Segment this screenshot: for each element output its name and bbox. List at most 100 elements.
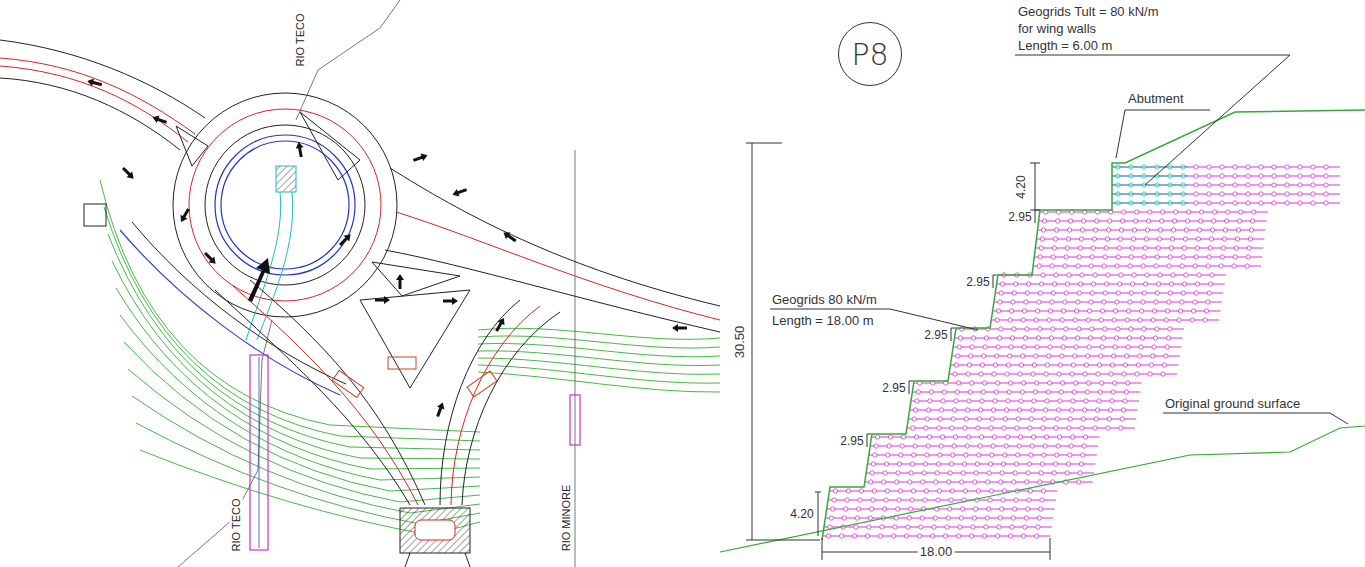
geogrid-node bbox=[997, 525, 1001, 529]
geogrid-node bbox=[929, 390, 933, 394]
geogrid-node bbox=[1138, 318, 1142, 322]
geogrid-node bbox=[1054, 228, 1058, 232]
geogrid-node bbox=[1259, 165, 1263, 169]
traffic-arrow bbox=[120, 165, 136, 181]
geogrid-node bbox=[1090, 291, 1094, 295]
plan-view bbox=[0, 0, 720, 567]
geogrid-node bbox=[1194, 174, 1198, 178]
road-centerline bbox=[233, 286, 418, 505]
dimension-line bbox=[746, 143, 820, 540]
geogrid-node bbox=[1031, 372, 1035, 376]
geogrid-node bbox=[1081, 219, 1085, 223]
geogrid-node bbox=[990, 453, 994, 457]
geogrid-node bbox=[1193, 300, 1197, 304]
geogrid-node bbox=[913, 408, 917, 412]
traffic-arrow bbox=[451, 186, 468, 199]
geogrid-node bbox=[1051, 327, 1055, 331]
geogrid-node bbox=[873, 453, 877, 457]
geogrid-node bbox=[1118, 237, 1122, 241]
geogrid-node bbox=[869, 480, 873, 484]
section-view bbox=[720, 55, 1365, 560]
road-edge bbox=[385, 250, 720, 332]
geogrid-node bbox=[1041, 228, 1045, 232]
geogrid-node bbox=[1100, 309, 1104, 313]
geogrid-node bbox=[865, 534, 869, 538]
geogrid-node bbox=[1004, 444, 1008, 448]
geogrid-node bbox=[1233, 255, 1237, 259]
geogrid-node bbox=[1169, 246, 1173, 250]
geogrid-node bbox=[992, 372, 996, 376]
river-line bbox=[575, 150, 576, 567]
geogrid-node bbox=[1111, 390, 1115, 394]
geogrid-node bbox=[1157, 237, 1161, 241]
geogrid-node bbox=[1020, 390, 1024, 394]
geogrid-node bbox=[954, 399, 958, 403]
geogrid-node bbox=[1077, 255, 1081, 259]
geogrid-node bbox=[1040, 498, 1044, 502]
geogrid-node bbox=[966, 435, 970, 439]
geogrid-node bbox=[1052, 471, 1056, 475]
traffic-arrow bbox=[86, 77, 103, 89]
geogrid-node bbox=[1084, 399, 1088, 403]
geogrid-node bbox=[1148, 210, 1152, 214]
geogrid-node bbox=[953, 372, 957, 376]
road-centerline bbox=[451, 306, 540, 505]
geogrid-node bbox=[1220, 165, 1224, 169]
geogrid-node bbox=[979, 372, 983, 376]
geogrid-node bbox=[1075, 336, 1079, 340]
geogrid-node bbox=[1057, 435, 1061, 439]
geogrid-node bbox=[1222, 237, 1226, 241]
geogrid-node bbox=[941, 399, 945, 403]
geogrid-node bbox=[884, 462, 888, 466]
geogrid-node bbox=[1070, 435, 1074, 439]
geogrid-node bbox=[926, 444, 930, 448]
geogrid-node bbox=[1100, 345, 1104, 349]
geogrid-node bbox=[928, 399, 932, 403]
geogrid-node bbox=[1207, 192, 1211, 196]
geogrid-node bbox=[1168, 327, 1172, 331]
geogrid-node bbox=[1226, 210, 1230, 214]
geogrid-node bbox=[1259, 192, 1263, 196]
geogrid-node bbox=[843, 507, 847, 511]
geogrid-node bbox=[1089, 264, 1093, 268]
geogrid-node bbox=[1124, 390, 1128, 394]
geogrid-node bbox=[1194, 192, 1198, 196]
geogrid-node bbox=[1025, 327, 1029, 331]
geogrid-node bbox=[1038, 291, 1042, 295]
geogrid-node bbox=[1206, 264, 1210, 268]
geogrid-node bbox=[1038, 327, 1042, 331]
geogrid-node bbox=[1079, 462, 1083, 466]
geogrid-node bbox=[970, 345, 974, 349]
geogrid-node bbox=[1120, 417, 1124, 421]
geogrid-node bbox=[1099, 354, 1103, 358]
river-line bbox=[178, 320, 272, 567]
traffic-arrow bbox=[493, 316, 507, 333]
geogrid-node bbox=[1026, 282, 1030, 286]
geogrid-node bbox=[1155, 291, 1159, 295]
geogrid-node bbox=[919, 525, 923, 529]
geogrid-node bbox=[1081, 417, 1085, 421]
geogrid-node bbox=[963, 426, 967, 430]
geogrid-node bbox=[1206, 300, 1210, 304]
geogrid-node bbox=[1233, 201, 1237, 205]
geogrid-node bbox=[1001, 462, 1005, 466]
geogrid-node bbox=[1193, 264, 1197, 268]
leader-line bbox=[770, 309, 978, 330]
geogrid-node bbox=[1117, 246, 1121, 250]
geogrid-node bbox=[1083, 372, 1087, 376]
geogrid-node bbox=[1085, 390, 1089, 394]
geogrid-node bbox=[969, 354, 973, 358]
culvert-head bbox=[332, 370, 363, 397]
geogrid-node bbox=[1168, 291, 1172, 295]
dimension-label: 30.50 bbox=[733, 326, 748, 359]
geogrid-node bbox=[951, 453, 955, 457]
geogrid-node bbox=[1037, 516, 1041, 520]
geogrid-node bbox=[1167, 264, 1171, 268]
geogrid-node bbox=[959, 516, 963, 520]
geogrid-node bbox=[1142, 255, 1146, 259]
geogrid-node bbox=[880, 525, 884, 529]
geogrid-node bbox=[1166, 336, 1170, 340]
geogrid-node bbox=[910, 498, 914, 502]
geogrid-node bbox=[1063, 264, 1067, 268]
geogrid-node bbox=[1055, 453, 1059, 457]
